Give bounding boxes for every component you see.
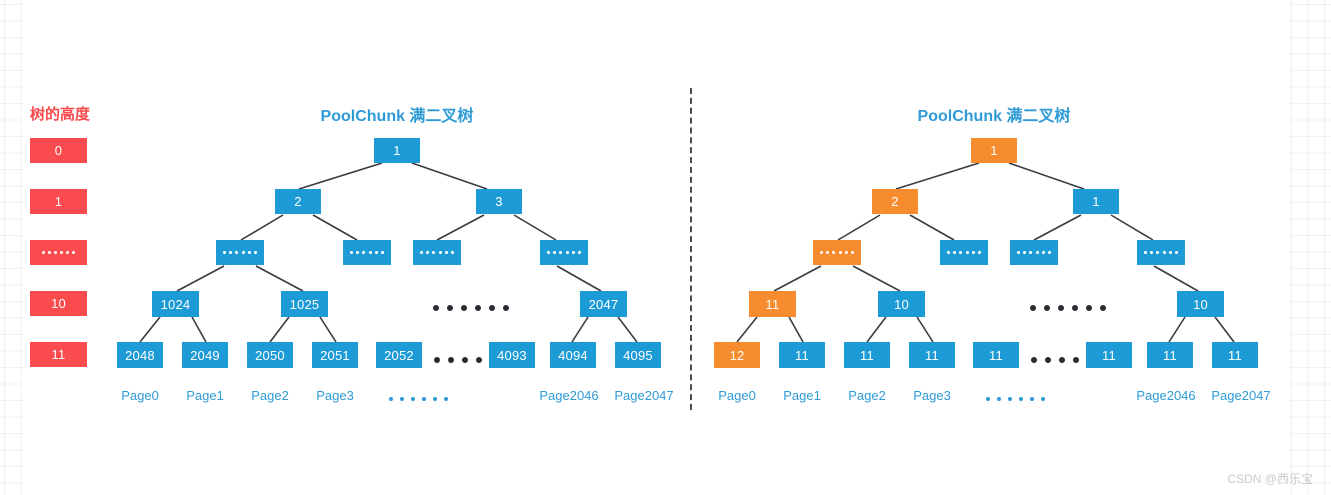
right-page-label-2: Page2: [848, 388, 886, 403]
right-leaf-4[interactable]: 11: [973, 342, 1019, 368]
right-node-l3-a[interactable]: 11: [749, 291, 796, 317]
watermark: CSDN @西乐宝: [1227, 472, 1313, 486]
right-node-l2-b[interactable]: [940, 240, 988, 265]
left-leaf-4093[interactable]: 4093: [489, 342, 535, 368]
right-page-ellipsis: [982, 397, 1048, 401]
right-node-2[interactable]: 2: [872, 189, 918, 214]
left-leaf-4095[interactable]: 4095: [615, 342, 661, 368]
right-node-l3-c[interactable]: 10: [1177, 291, 1224, 317]
left-node-l2-b[interactable]: [343, 240, 391, 265]
left-page-label-2047: Page2047: [614, 388, 674, 403]
left-leaf-2051[interactable]: 2051: [312, 342, 358, 368]
left-page-label-3: Page3: [316, 388, 354, 403]
left-node-3[interactable]: 3: [476, 189, 522, 214]
right-tree-title: PoolChunk 满二叉树: [917, 108, 1071, 125]
left-page-ellipsis: [385, 397, 451, 401]
right-node-l2-a[interactable]: [813, 240, 861, 265]
legend-title: 树的高度: [30, 106, 91, 123]
right-node-l3-b[interactable]: 10: [878, 291, 925, 317]
right-leaf-7[interactable]: 11: [1212, 342, 1258, 368]
legend-level-10: 10: [30, 291, 87, 316]
left-node-l2-d[interactable]: [540, 240, 588, 265]
left-leaf-2048[interactable]: 2048: [117, 342, 163, 368]
left-leaf-4094[interactable]: 4094: [550, 342, 596, 368]
right-leaf-3[interactable]: 11: [909, 342, 955, 368]
left-leaf-2049[interactable]: 2049: [182, 342, 228, 368]
left-page-label-0: Page0: [121, 388, 159, 403]
right-leaf-6[interactable]: 11: [1147, 342, 1193, 368]
left-tree-title: PoolChunk 满二叉树: [320, 108, 474, 125]
right-leaf-1[interactable]: 11: [779, 342, 825, 368]
right-leaf-5[interactable]: 11: [1086, 342, 1132, 368]
right-node-l2-c[interactable]: [1010, 240, 1058, 265]
left-node-2[interactable]: 2: [275, 189, 321, 214]
left-node-2047[interactable]: 2047: [580, 291, 627, 317]
right-page-label-2047: Page2047: [1211, 388, 1271, 403]
right-node-1[interactable]: 1: [1073, 189, 1119, 214]
right-leaf-2[interactable]: 11: [844, 342, 890, 368]
left-node-root[interactable]: 1: [374, 138, 420, 163]
left-page-label-2: Page2: [251, 388, 289, 403]
right-level3-ellipsis: [1026, 305, 1110, 311]
right-leaf-0[interactable]: 12: [714, 342, 760, 368]
left-page-label-1: Page1: [186, 388, 224, 403]
right-page-label-1: Page1: [783, 388, 821, 403]
left-page-label-2046: Page2046: [539, 388, 599, 403]
left-node-l2-a[interactable]: [216, 240, 264, 265]
left-leaf-2052[interactable]: 2052: [376, 342, 422, 368]
legend-level-1: 1: [30, 189, 87, 214]
left-level3-ellipsis: [429, 305, 513, 311]
right-node-root[interactable]: 1: [971, 138, 1017, 163]
right-page-label-3: Page3: [913, 388, 951, 403]
legend-level-ellipsis: [30, 240, 87, 265]
left-node-1024[interactable]: 1024: [152, 291, 199, 317]
legend-level-11: 11: [30, 342, 87, 367]
right-page-label-2046: Page2046: [1136, 388, 1196, 403]
panel-divider: [690, 88, 692, 410]
left-node-1025[interactable]: 1025: [281, 291, 328, 317]
legend-level-0: 0: [30, 138, 87, 163]
right-node-l2-d[interactable]: [1137, 240, 1185, 265]
right-page-label-0: Page0: [718, 388, 756, 403]
left-node-l2-c[interactable]: [413, 240, 461, 265]
left-leaf-2050[interactable]: 2050: [247, 342, 293, 368]
